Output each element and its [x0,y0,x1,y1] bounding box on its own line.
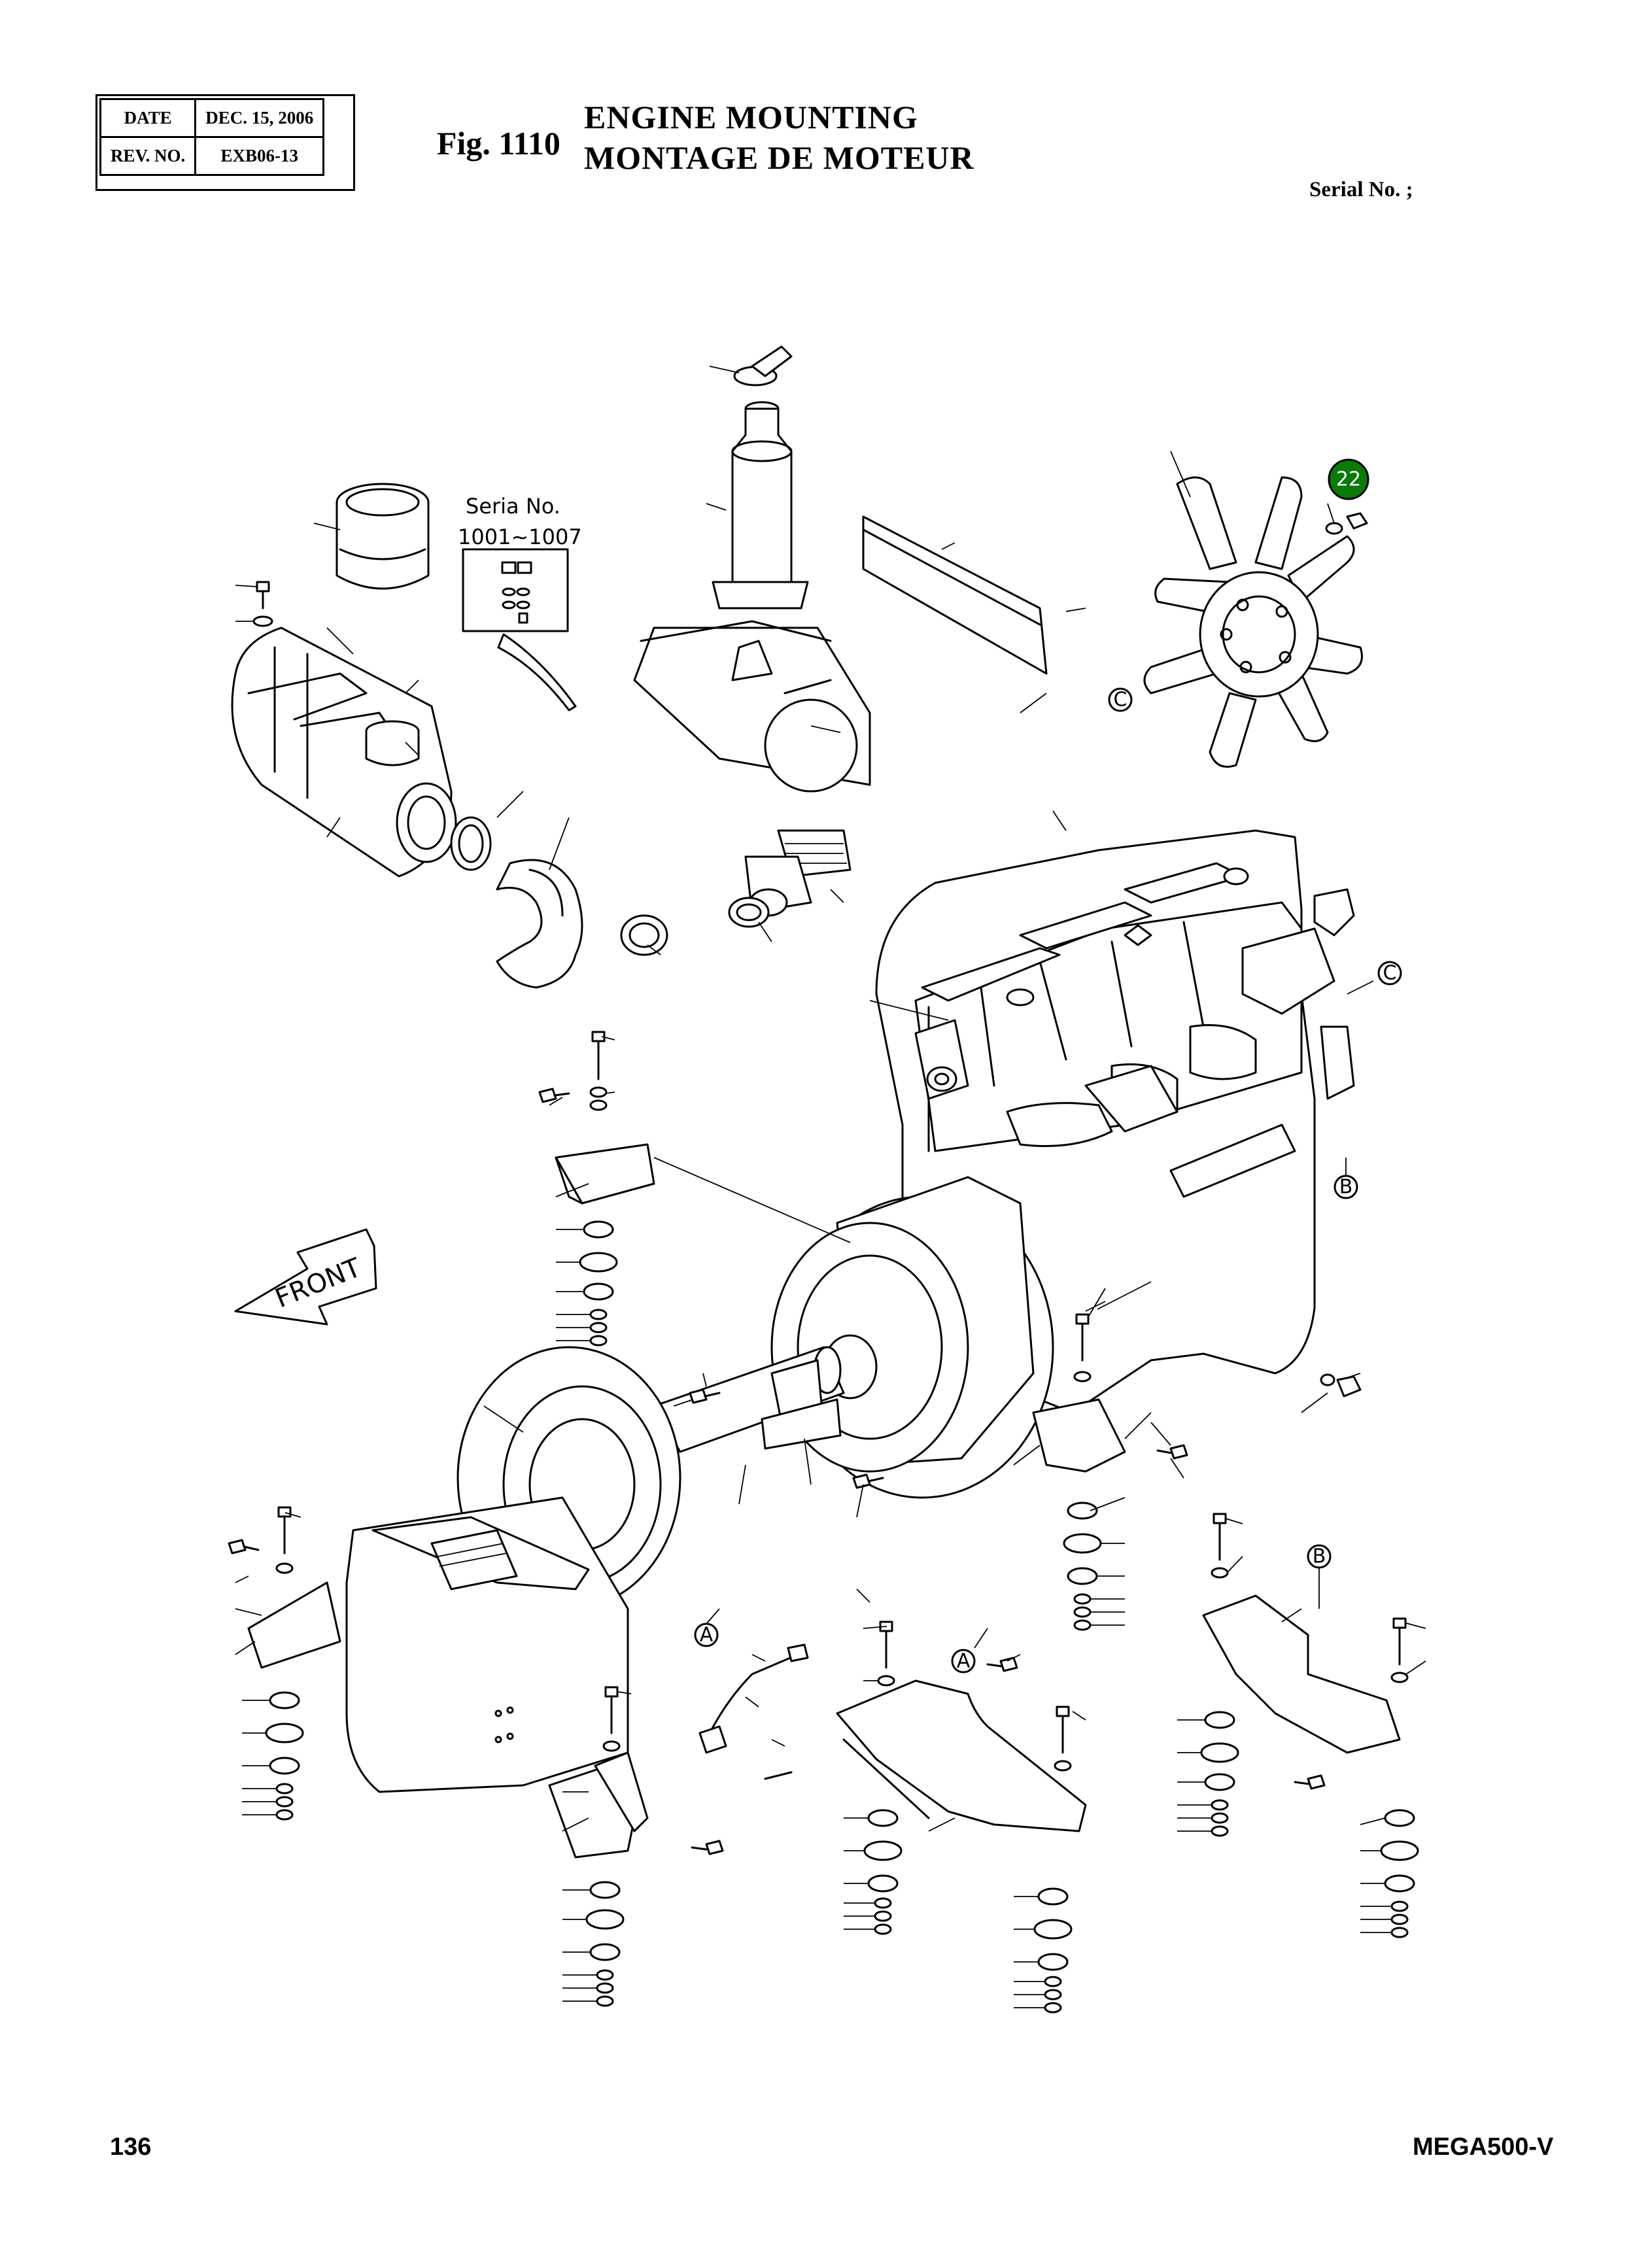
callout-c-2: C [1377,961,1402,986]
rubber-mount-stack-4 [585,1881,625,2007]
hose-clamp-left [450,816,492,871]
rubber-mount-stack-3 [1063,1502,1102,1631]
mount-bracket-right [1032,1398,1126,1473]
rubber-mount-stack-8 [1380,1809,1419,1938]
date-value: DEC. 15, 2006 [194,98,325,138]
rubber-mount-stack-1 [579,1220,618,1347]
mount-bracket-lower-left [247,1581,341,1669]
callout-a-1: A [694,1622,719,1647]
air-cleaner-bolt [252,581,273,627]
rubber-mount-stack-2 [265,1691,304,1821]
date-label: DATE [99,98,197,138]
serial-note-line2: 1001~1007 [458,524,582,549]
leader-lines [235,366,1426,2008]
part-22-marker[interactable]: 22 [1328,458,1369,500]
model-name: MEGA500-V [1413,2133,1554,2161]
serial-variant-box [462,548,577,712]
heat-shield [862,515,1048,675]
title-french: MONTAGE DE MOTEUR [584,139,974,176]
serial-number-label: Serial No. ; [1309,178,1413,201]
page-number: 136 [110,2133,152,2161]
callout-c-1-label: C [1114,689,1127,712]
air-cleaner-body [231,627,457,878]
cooling-fan [1143,476,1363,768]
pump-drive-unit [345,1496,629,1793]
callout-b-2: B [1307,1544,1332,1569]
callout-a-1-label: A [700,1624,714,1647]
muffler-body [633,620,871,793]
callout-a-2: A [951,1649,976,1674]
title-english: ENGINE MOUNTING [584,99,918,135]
mount-bracket-center [548,1751,649,1859]
mount-bolts [275,1031,1409,1772]
rubber-mount-stack-7 [1200,1711,1239,1837]
dipstick-tube [698,1643,809,1780]
serial-note-line1: Seria No. [466,494,560,519]
fan-bolt [1325,512,1368,535]
front-direction-arrow: FRONT [234,1228,377,1326]
side-bolts [228,1088,1326,1855]
exhaust-stack [712,401,809,609]
rubber-mount-stack-5 [863,1809,903,1935]
engine-support-rail [1202,1594,1401,1754]
callout-a-2-label: A [957,1650,971,1673]
intake-hose [496,859,583,989]
hose-clamp-right [620,914,668,956]
rev-value: EXB06-13 [194,136,325,176]
rain-cap [733,345,793,386]
mount-bracket-upper-left [555,1143,655,1205]
figure-number: Fig. 1110 [437,125,560,162]
air-cleaner-cap [336,483,430,590]
rev-label: REV. NO. [99,136,197,176]
callout-b-1: B [1334,1175,1358,1199]
rubber-mount-stack-6 [1033,1887,1073,2014]
part-22-label: 22 [1336,468,1361,491]
shaft-support-bracket [761,1359,842,1450]
callout-b-2-label: B [1313,1545,1326,1568]
callout-c-2-label: C [1383,962,1397,985]
revision-table: DATE DEC. 15, 2006 REV. NO. EXB06-13 [99,98,325,176]
callout-b-1-label: B [1339,1176,1353,1199]
engine-support-plate [836,1679,1087,1832]
exhaust-clamp [728,897,770,928]
callout-c-1: C [1108,687,1133,712]
flywheel-housing [770,1176,1054,1499]
